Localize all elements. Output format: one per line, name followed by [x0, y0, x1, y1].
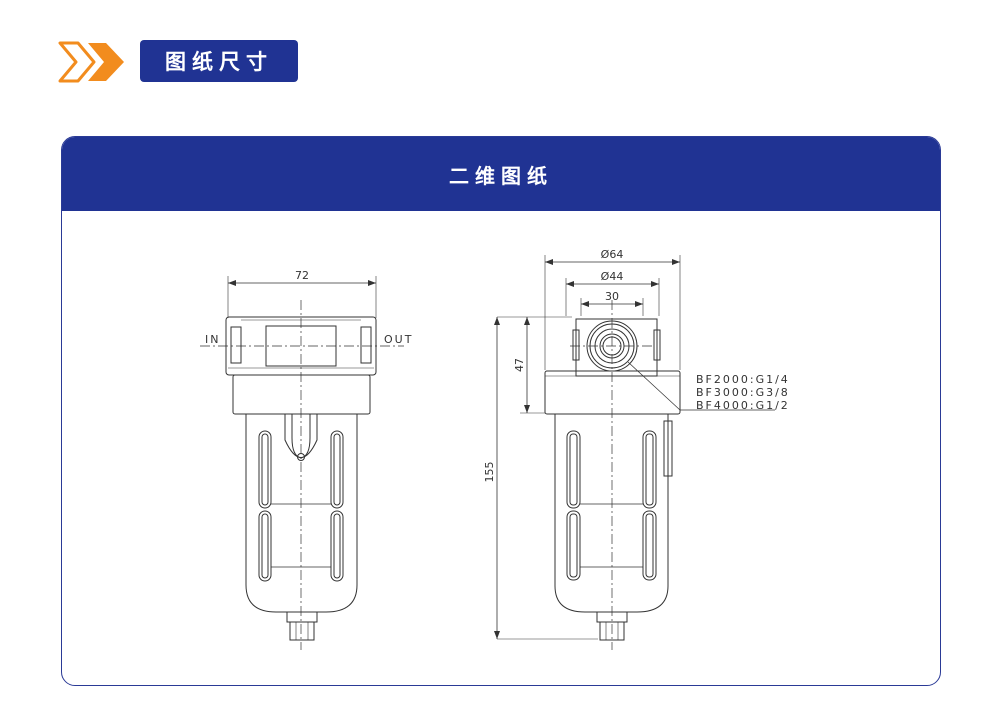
head-height-dim: 47 — [513, 358, 526, 372]
drawing-card: 二维图纸 — [61, 136, 941, 686]
double-chevron-icon — [58, 41, 124, 83]
port-spec-2: BF3000:G3/8 — [696, 386, 790, 399]
inlet-label: IN — [205, 333, 220, 346]
total-height-dim: 155 — [483, 462, 496, 483]
front-width-dim: 72 — [295, 269, 309, 282]
front-view: 72 IN OUT — [200, 269, 413, 650]
port-spec-3: BF4000:G1/2 — [696, 399, 790, 412]
section-header: 图纸尺寸 — [58, 40, 318, 84]
port-spec-1: BF2000:G1/4 — [696, 373, 790, 386]
section-title: 图纸尺寸 — [140, 40, 298, 82]
outer-dia-dim: Ø64 — [601, 248, 624, 261]
outlet-label: OUT — [384, 333, 413, 346]
port-width-dim: 30 — [605, 290, 619, 303]
side-view: Ø64 Ø44 30 47 155 — [483, 248, 790, 650]
inner-dia-dim: Ø44 — [601, 270, 624, 283]
card-title: 二维图纸 — [62, 137, 940, 211]
